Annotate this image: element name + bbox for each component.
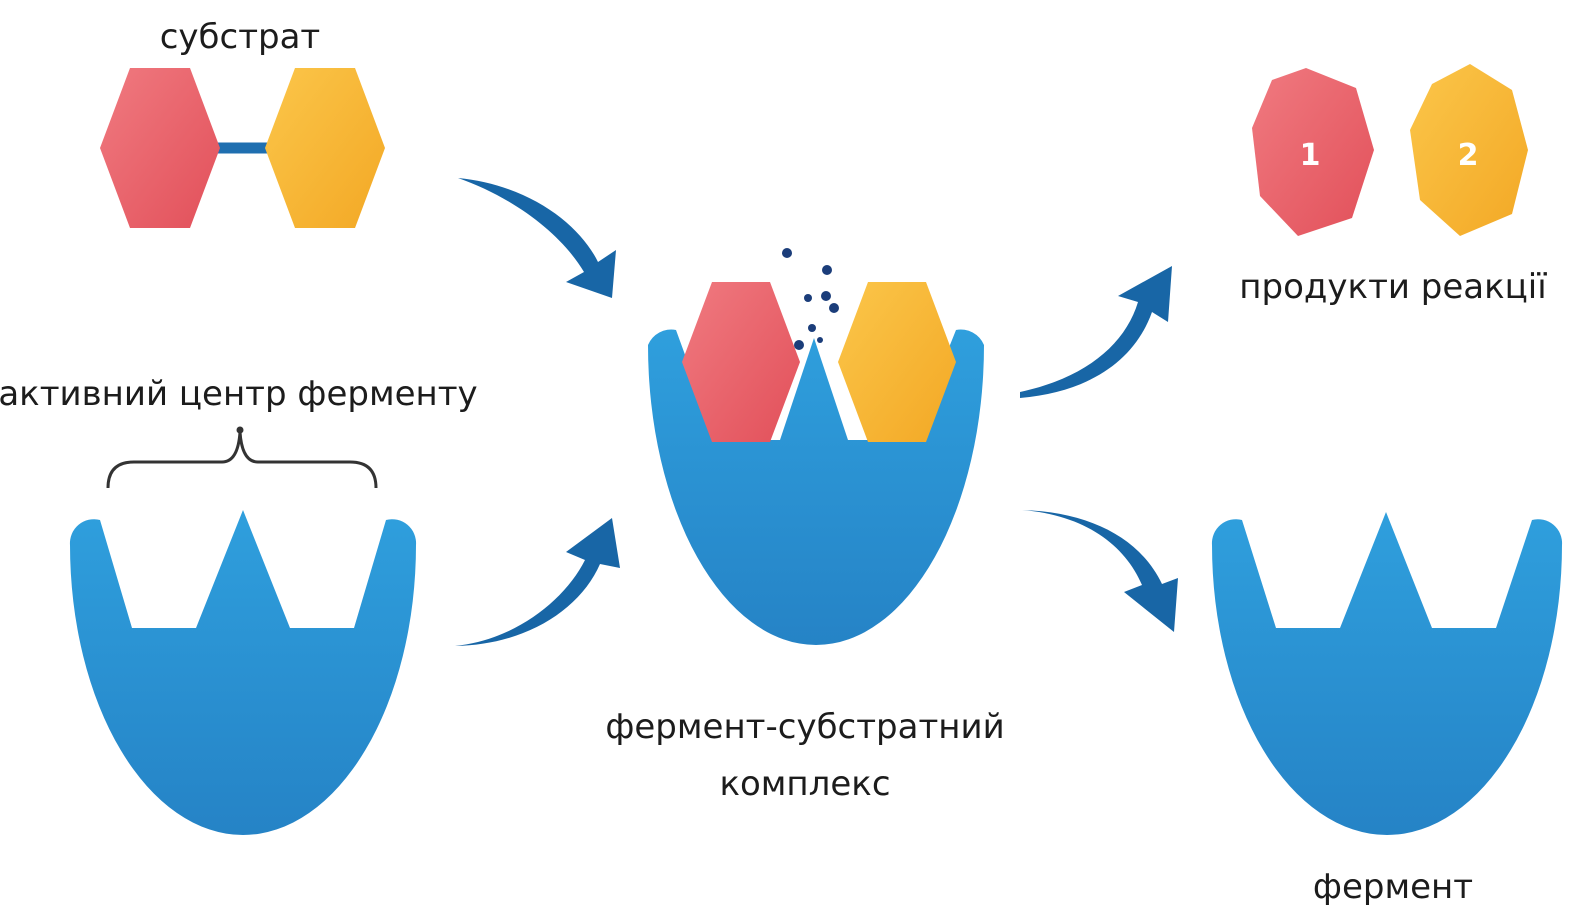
products-label: продукти реакції bbox=[1239, 267, 1547, 307]
enzyme-right bbox=[1212, 512, 1562, 835]
arrow-complex-to-products bbox=[1020, 266, 1172, 398]
arrow-substrate-to-complex bbox=[458, 178, 616, 298]
complex-label-line1: фермент-субстратний bbox=[605, 707, 1004, 747]
product-2-number: 2 bbox=[1458, 138, 1479, 173]
reaction-particles bbox=[782, 248, 839, 350]
substrate-label: субстрат bbox=[160, 17, 321, 57]
product-2-molecule: 2 bbox=[1410, 64, 1528, 236]
active-site-label: активний центр ферменту bbox=[0, 374, 478, 414]
product-1-molecule: 1 bbox=[1252, 68, 1374, 236]
arrow-complex-to-enzyme bbox=[1022, 510, 1178, 632]
arrow-enzyme-to-complex bbox=[455, 518, 620, 646]
active-site-brace bbox=[108, 432, 376, 488]
substrate-molecule bbox=[100, 68, 385, 228]
substrate-yellow-hexagon bbox=[265, 68, 385, 228]
substrate-red-hexagon bbox=[100, 68, 220, 228]
brace-tip-dot bbox=[237, 427, 244, 434]
enzyme-left bbox=[70, 510, 416, 835]
product-1-number: 1 bbox=[1300, 138, 1321, 173]
enzyme-label: фермент bbox=[1313, 867, 1473, 907]
complex-label-line2: комплекс bbox=[719, 764, 890, 804]
enzyme-substrate-complex bbox=[648, 248, 984, 645]
